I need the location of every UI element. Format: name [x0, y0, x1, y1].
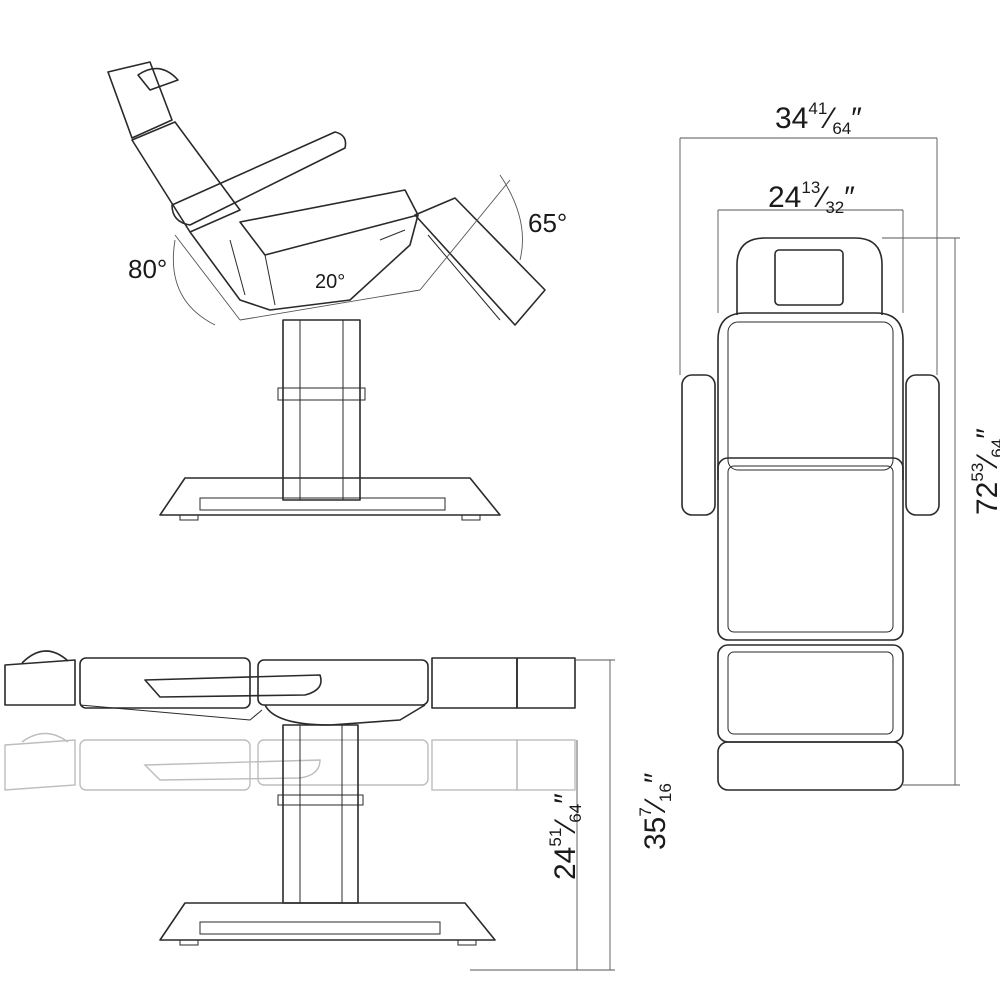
min-height-label: 2451⁄64″ — [546, 793, 585, 880]
overall-length-label: 7253⁄64″ — [968, 428, 1000, 515]
backrest-angle-arc — [172, 239, 216, 326]
top-seat — [717, 457, 904, 641]
flat-armrest — [144, 674, 322, 698]
top-view: 3441⁄64″ 2413⁄32″ 7253⁄64″ — [679, 99, 1000, 791]
flat-head-pillow — [21, 650, 69, 664]
flat-column — [282, 724, 359, 904]
top-armrest-right — [905, 374, 940, 516]
seat-width-label: 2413⁄32″ — [768, 178, 855, 217]
seat-angle-label: 20° — [315, 271, 345, 293]
seat — [239, 189, 419, 256]
legrest-angle-arc — [499, 174, 523, 261]
top-legrest — [717, 644, 904, 743]
legrest — [414, 197, 546, 326]
top-headrest — [736, 237, 883, 315]
top-footrest — [717, 741, 904, 791]
max-height-label: 357⁄16″ — [636, 772, 675, 850]
flat-base — [159, 902, 496, 941]
legrest-angle-label: 65° — [528, 208, 567, 238]
armrest — [171, 131, 347, 226]
backrest-angle-label: 80° — [128, 254, 167, 284]
flat-backrest — [79, 657, 251, 709]
side-view-flat: 2451⁄64″ 357⁄16″ — [4, 650, 675, 971]
flat-footrest — [516, 657, 576, 709]
top-head-pillow — [774, 249, 844, 306]
lowered-position-ghost — [4, 732, 576, 791]
head-pillow — [137, 67, 179, 91]
backrest — [131, 121, 241, 233]
base — [159, 477, 501, 516]
flat-legrest — [431, 657, 518, 709]
top-armrest-left — [681, 374, 716, 516]
column — [282, 319, 361, 501]
flat-headrest — [4, 659, 76, 706]
flat-seat — [257, 659, 429, 706]
top-backrest — [717, 312, 904, 480]
side-view-reclined: 80° 65° 20° — [107, 61, 567, 521]
overall-width-label: 3441⁄64″ — [775, 99, 862, 138]
headrest — [107, 61, 173, 139]
